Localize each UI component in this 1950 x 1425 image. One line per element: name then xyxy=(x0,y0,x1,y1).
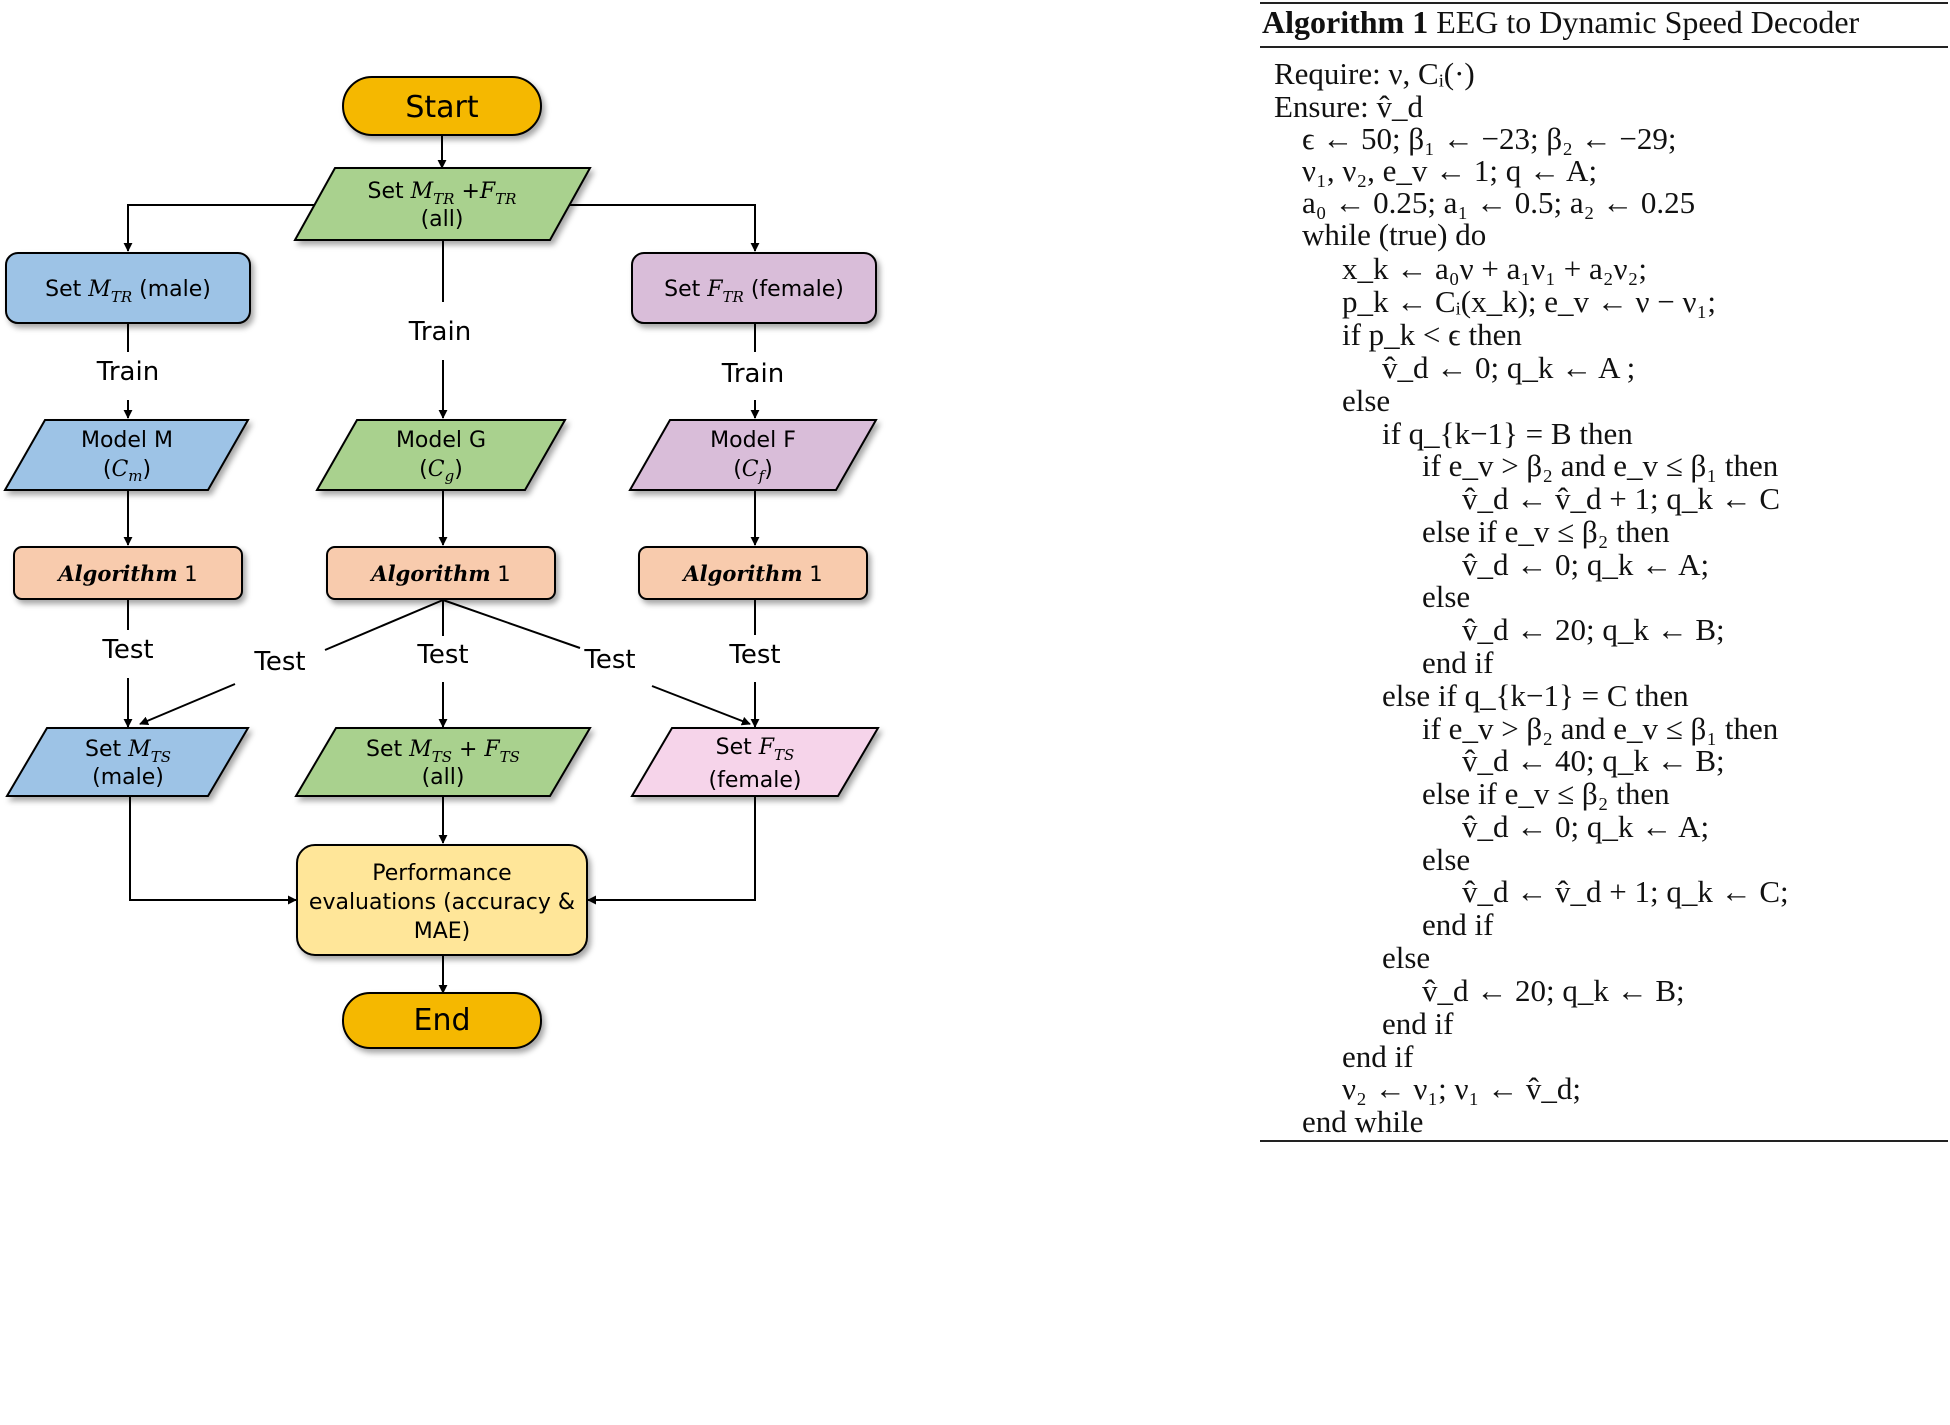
arrow-cross-test-to-male-ts xyxy=(139,683,236,726)
start-terminal: Start xyxy=(342,76,542,136)
set-all-ts-sub: (all) xyxy=(422,765,465,790)
algo-line: if e_v > β₂ and e_v ≤ β₁ then xyxy=(1422,711,1779,746)
algo-line: else xyxy=(1342,383,1391,418)
algorithm-title: Algorithm 1 EEG to Dynamic Speed Decoder xyxy=(1262,4,1860,40)
model-m-title: Model M xyxy=(81,428,173,453)
set-female-ts-sub: (female) xyxy=(708,768,801,793)
set-male-testing: Set MTS (male) xyxy=(5,727,250,797)
algo-line: if e_v > β₂ and e_v ≤ β₁ then xyxy=(1422,448,1779,483)
algo-line: else xyxy=(1422,579,1471,614)
model-f-title: Model F xyxy=(710,428,796,453)
algo-line: ν₁, ν₂, e_v ← 1; q ← A; xyxy=(1302,153,1598,188)
algorithm-label-left: Algorithm 1 xyxy=(56,561,197,586)
algo-line: v̂_d ← 0; q_k ← A; xyxy=(1462,547,1710,582)
train-label-left: Train xyxy=(96,357,159,387)
test-label-center: Test xyxy=(416,640,468,670)
line-algo-g-to-cross-test-left xyxy=(324,599,444,651)
set-all-training: Set MTR +FTR (all) xyxy=(293,167,592,241)
performance-line-3: MAE) xyxy=(414,919,471,944)
algo-line: Ensure: v̂_d xyxy=(1274,89,1423,124)
performance-evaluations: Performance evaluations (accuracy & MAE) xyxy=(296,844,588,956)
set-male-tr-label: Set MTR (male) xyxy=(45,277,211,306)
set-all-ts-label: Set MTS + FTS xyxy=(366,737,520,766)
test-label-left: Test xyxy=(101,635,153,665)
line-algo-g-to-cross-test-right xyxy=(442,599,581,649)
algo-line: end if xyxy=(1382,1006,1454,1041)
algo-line: ϵ ← 50; β₁ ← −23; β₂ ← −29; xyxy=(1302,121,1677,156)
title-rule xyxy=(1260,46,1948,48)
algo-line: v̂_d ← 0; q_k ← A ; xyxy=(1382,350,1636,385)
algo-line: end while xyxy=(1302,1104,1424,1139)
set-female-tr-label: Set FTR (female) xyxy=(664,277,844,306)
algo-line: Require: ν, Cᵢ(·) xyxy=(1274,56,1475,91)
algo-line: v̂_d ← 40; q_k ← B; xyxy=(1462,743,1725,778)
algo-line: else xyxy=(1422,842,1471,877)
connectors xyxy=(123,135,760,994)
arrow-to-set-female-tr xyxy=(560,204,760,252)
algo-line: x_k ← a₀ν + a₁ν₁ + a₂ν₂; xyxy=(1342,251,1647,286)
algorithm-label-right: Algorithm 1 xyxy=(681,561,822,586)
algo-line: if q_{k−1} = B then xyxy=(1382,416,1633,451)
algorithm-box-center: Algorithm 1 xyxy=(326,546,556,600)
algo-line: if p_k < ϵ then xyxy=(1342,317,1522,352)
set-male-ts-label: Set MTS xyxy=(85,737,171,766)
algorithm-box-left: Algorithm 1 xyxy=(13,546,243,600)
set-all-tr-label: Set MTR +FTR xyxy=(368,179,517,208)
top-rule xyxy=(1260,2,1948,4)
flowchart: Start Set MTR +FTR (all) Set MTR (male) … xyxy=(3,76,880,1049)
arrow-to-set-male-tr xyxy=(123,204,335,252)
algo-line: else if e_v ≤ β₂ then xyxy=(1422,776,1670,811)
test-label-cross-left: Test xyxy=(253,647,305,677)
algorithm-label-center: Algorithm 1 xyxy=(369,561,510,586)
performance-line-2: evaluations (accuracy & xyxy=(309,890,575,915)
set-all-testing: Set MTS + FTS (all) xyxy=(294,727,592,797)
algo-line: end if xyxy=(1422,907,1494,942)
end-label: End xyxy=(413,1003,470,1038)
set-female-training: Set FTR (female) xyxy=(631,252,877,324)
algo-line: else if e_v ≤ β₂ then xyxy=(1422,514,1670,549)
start-label: Start xyxy=(405,90,479,125)
set-male-training: Set MTR (male) xyxy=(5,252,251,324)
algo-line: else if q_{k−1} = C then xyxy=(1382,678,1689,713)
end-terminal: End xyxy=(342,992,542,1049)
model-g: Model G (Cg) xyxy=(315,419,567,491)
set-female-ts-label: Set FTS xyxy=(716,735,795,764)
model-m-classifier: (Cm) xyxy=(103,457,151,485)
algo-line: v̂_d ← 20; q_k ← B; xyxy=(1422,973,1685,1008)
algo-line: end if xyxy=(1422,645,1494,680)
algorithm-box-right: Algorithm 1 xyxy=(638,546,868,600)
model-f: Model F (Cf) xyxy=(628,419,878,491)
model-g-title: Model G xyxy=(396,428,486,453)
algo-line: end if xyxy=(1342,1039,1414,1074)
model-f-classifier: (Cf) xyxy=(733,457,773,485)
algo-line: v̂_d ← 20; q_k ← B; xyxy=(1462,612,1725,647)
performance-line-1: Performance xyxy=(372,861,511,886)
set-male-ts-sub: (male) xyxy=(92,765,164,790)
train-label-right: Train xyxy=(721,359,784,389)
algo-line: else xyxy=(1382,940,1431,975)
algo-line: a₀ ← 0.25; a₁ ← 0.5; a₂ ← 0.25 xyxy=(1302,185,1696,220)
arrow-female-ts-to-performance xyxy=(587,795,756,905)
test-label-right: Test xyxy=(728,640,780,670)
model-m: Model M (Cm) xyxy=(3,419,250,491)
algo-line: ν₂ ← ν₁; ν₁ ← v̂_d; xyxy=(1342,1071,1581,1106)
algo-line: v̂_d ← v̂_d + 1; q_k ← C; xyxy=(1462,874,1789,909)
set-all-tr-sub: (all) xyxy=(421,207,464,232)
algo-line: v̂_d ← 0; q_k ← A; xyxy=(1462,809,1710,844)
arrow-cross-test-to-female-ts xyxy=(651,685,751,726)
algo-line: v̂_d ← v̂_d + 1; q_k ← C xyxy=(1462,481,1781,516)
algo-line: while (true) do xyxy=(1302,217,1487,252)
algorithm-panel: Algorithm 1 EEG to Dynamic Speed Decoder… xyxy=(1260,0,1948,1425)
bottom-rule xyxy=(1260,1140,1948,1142)
algo-line: p_k ← Cᵢ(x_k); e_v ← ν − ν₁; xyxy=(1342,284,1716,319)
test-label-cross-right: Test xyxy=(583,645,635,675)
model-g-classifier: (Cg) xyxy=(419,457,463,485)
set-female-testing: Set FTS (female) xyxy=(630,727,880,797)
arrow-male-ts-to-performance xyxy=(129,795,297,905)
train-label-center: Train xyxy=(408,317,471,347)
